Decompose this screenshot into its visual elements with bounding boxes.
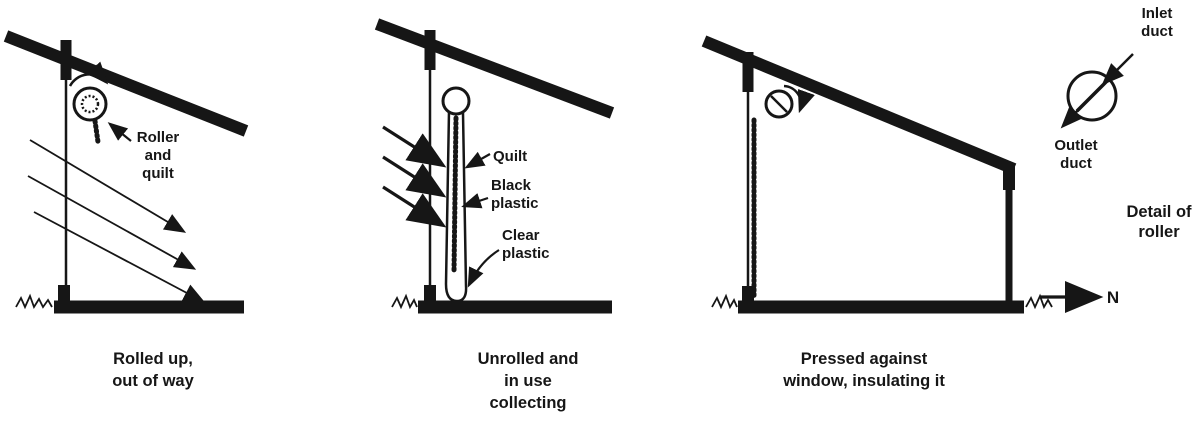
panel3-caption-line1: Pressed against [801, 350, 928, 368]
roller-detail-circle [1066, 70, 1118, 122]
roof-beam [701, 35, 1017, 175]
roller-label-line3: quilt [142, 165, 174, 182]
roller-detail: Inlet duct Outlet duct Detail of roller … [1040, 5, 1192, 313]
clear-plastic-label-line1: Clear [502, 227, 540, 244]
quilt-body [451, 115, 459, 275]
quilt-tail [92, 118, 101, 145]
panel1-caption-line1: Rolled up, [113, 350, 193, 368]
clear-plastic-label-line2: plastic [502, 245, 550, 262]
panel-rolled-up: Roller and quilt Rolled up, out of way [3, 30, 249, 390]
grass-icon [15, 293, 53, 310]
quilt-label: Quilt [493, 148, 527, 165]
panel2-caption-line1: Unrolled and [478, 350, 579, 368]
roller-label-line1: Roller [137, 129, 180, 146]
inlet-duct-label-line2: duct [1141, 23, 1173, 40]
black-plastic-label-line2: plastic [491, 195, 539, 212]
panel1-caption-line2: out of way [112, 372, 194, 390]
sun-ray-icon [29, 139, 187, 233]
black-plastic-label-line1: Black [491, 177, 532, 194]
outlet-duct-label-line2: duct [1060, 155, 1092, 172]
grass-icon [711, 293, 738, 310]
roller-label-arrow-icon [107, 122, 132, 142]
detail-caption-line1: Detail of [1126, 203, 1192, 221]
north-label: N [1107, 288, 1119, 307]
sun-ray-icon [33, 211, 206, 303]
panel3-caption-line2: window, insulating it [782, 372, 945, 390]
panel-unrolled: Quilt Black plastic Clear plastic Unroll… [374, 18, 615, 412]
outlet-duct-label-line1: Outlet [1054, 137, 1097, 154]
roller-label: Roller and quilt [137, 129, 180, 182]
sun-ray-icon [382, 155, 447, 198]
roof-beam [3, 30, 249, 137]
roller-icon [764, 84, 815, 119]
roller-and-quilt-icon [68, 61, 109, 145]
grass-icon [391, 293, 418, 310]
hanging-quilt-icon [441, 86, 471, 303]
rotation-arrow-icon [783, 84, 815, 114]
clear-plastic-label-arrow-icon [467, 249, 500, 288]
inlet-duct-label-line1: Inlet [1142, 5, 1173, 22]
roller-icon [441, 86, 471, 116]
detail-caption-line2: roller [1138, 223, 1180, 241]
duct-line [1075, 79, 1109, 113]
sun-ray-icon [382, 125, 447, 168]
quilt-label-arrow-icon [464, 151, 491, 169]
panel-pressed: Pressed against window, insulating it [701, 35, 1053, 390]
outlet-arrow-icon [1060, 105, 1083, 129]
sun-ray-icon [27, 175, 197, 270]
sun-ray-icon [382, 185, 447, 228]
rotation-arrow-icon [68, 61, 109, 87]
roller-label-line2: and [145, 147, 172, 164]
panel2-caption-line3: collecting [489, 394, 566, 412]
panel2-caption-line2: in use [504, 372, 552, 390]
black-plastic-label-arrow-icon [461, 193, 489, 209]
roof-beam [374, 18, 615, 119]
